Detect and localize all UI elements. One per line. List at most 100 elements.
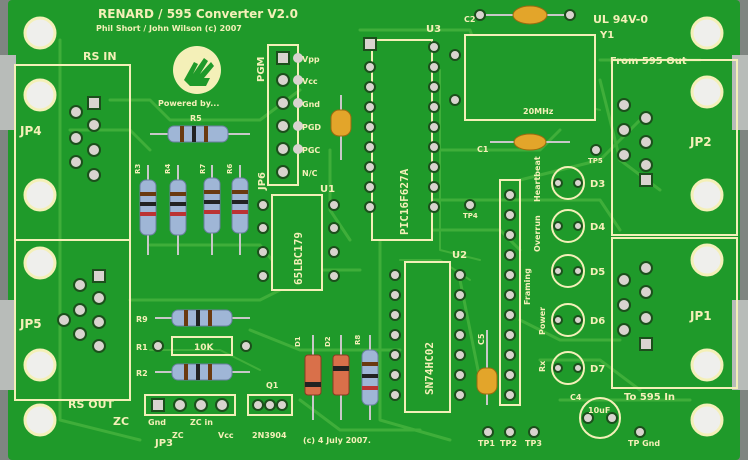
jp6-indicator bbox=[293, 98, 303, 108]
led-heartbeat-label: Heartbeat bbox=[533, 156, 542, 202]
zc-vcc-label: Vcc bbox=[218, 431, 234, 440]
pgm-pin-vpp: Vpp bbox=[302, 55, 320, 64]
q1-label: Q1 bbox=[266, 381, 279, 390]
d1-label: D1 bbox=[294, 336, 302, 347]
c4-pad bbox=[582, 412, 594, 424]
jp6-pins bbox=[276, 51, 290, 179]
r1-value-label: 10K bbox=[194, 343, 215, 353]
capacitor-c5 bbox=[476, 367, 498, 395]
crystal-pad bbox=[449, 94, 461, 106]
crystal-freq-label: 20MHz bbox=[523, 107, 554, 116]
jp6-indicator bbox=[293, 144, 303, 154]
right-clip-bottom bbox=[732, 300, 748, 390]
jp5-outline bbox=[14, 239, 131, 401]
zc-zc-label: ZC bbox=[172, 431, 184, 440]
to-595-in-label: To 595 In bbox=[624, 392, 675, 403]
led-framing-label: Framing bbox=[523, 268, 532, 305]
r9-label: R9 bbox=[136, 315, 148, 324]
u3-pins bbox=[363, 37, 440, 213]
jp1-pads bbox=[617, 261, 653, 351]
powered-by-label: Powered by... bbox=[158, 99, 219, 108]
r3-label: R3 bbox=[134, 164, 142, 174]
u1-outline bbox=[271, 194, 323, 291]
horizontal-resistors bbox=[150, 125, 252, 381]
pgm-pin-gnd: Gnd bbox=[302, 100, 320, 109]
test-point-pads bbox=[464, 144, 646, 438]
ul-mark: UL 94V-0 bbox=[593, 13, 648, 26]
zc-gnd-label: Gnd bbox=[148, 418, 166, 427]
c4-label: C4 bbox=[570, 393, 582, 402]
jp6-indicator bbox=[293, 75, 303, 85]
jp3-pins bbox=[151, 398, 229, 412]
led-header-pins bbox=[504, 189, 516, 401]
q1-pad bbox=[276, 399, 288, 411]
c1-label: C1 bbox=[477, 145, 489, 154]
led-rx-label: Rx bbox=[538, 360, 547, 372]
date-mark: (c) 4 July 2007. bbox=[303, 436, 371, 445]
jp4-pads bbox=[69, 96, 101, 182]
jp6-outline bbox=[267, 44, 299, 186]
capacitor-c2 bbox=[512, 5, 548, 25]
tp2-label: TP2 bbox=[500, 439, 517, 448]
c5-label: C5 bbox=[477, 333, 486, 345]
crystal-ref-label: Y1 bbox=[599, 30, 614, 41]
c4-value-label: 10uF bbox=[588, 406, 610, 415]
capacitor-c1 bbox=[513, 133, 547, 151]
q1-pad bbox=[264, 399, 276, 411]
zc-label: ZC bbox=[113, 415, 129, 428]
jp5-pads bbox=[57, 269, 106, 353]
tp-gnd-label: TP Gnd bbox=[628, 439, 660, 448]
led-header-outline bbox=[499, 179, 521, 406]
pgm-pin-vcc: Vcc bbox=[302, 77, 318, 86]
u3-ref-label: U3 bbox=[426, 24, 441, 35]
u1-ref-label: U1 bbox=[320, 184, 335, 195]
u1-part-label: 65LBC179 bbox=[292, 232, 305, 285]
u2-outline bbox=[404, 261, 451, 413]
q1-pad bbox=[252, 399, 264, 411]
r1-label: R1 bbox=[136, 343, 148, 352]
hand-logo-icon bbox=[173, 46, 221, 94]
rs-in-label: RS IN bbox=[83, 50, 117, 63]
r4-label: R4 bbox=[164, 164, 172, 174]
jp6-label: JP6 bbox=[257, 172, 268, 191]
c4-outline bbox=[579, 397, 621, 439]
crystal-y1-outline bbox=[464, 34, 596, 121]
vertical-resistors bbox=[139, 165, 249, 255]
jp1-outline bbox=[611, 237, 738, 389]
from-595-out-label: From 595 Out bbox=[610, 56, 687, 67]
r7-label: R7 bbox=[199, 164, 207, 174]
crystal-pad bbox=[449, 49, 461, 61]
jp3-label: JP3 bbox=[154, 438, 173, 449]
led-d3-label: D3 bbox=[590, 179, 605, 190]
led-d4-label: D4 bbox=[590, 222, 605, 233]
pgm-pin-pgc: PGC bbox=[302, 146, 320, 155]
led-outlines bbox=[551, 166, 585, 385]
board-title: RENARD / 595 Converter V2.0 bbox=[98, 7, 298, 21]
jp4-label: JP4 bbox=[19, 124, 42, 138]
jp2-pads bbox=[617, 98, 653, 187]
tp4-label: TP4 bbox=[463, 212, 478, 220]
c4-pad bbox=[606, 412, 618, 424]
r5-label: R5 bbox=[190, 114, 202, 123]
board-authors: Phil Short / John Wilson (c) 2007 bbox=[96, 24, 242, 33]
q1-part-label: 2N3904 bbox=[252, 431, 287, 440]
left-clip-bottom bbox=[0, 300, 16, 390]
jp5-label: JP5 bbox=[19, 317, 42, 331]
r2-label: R2 bbox=[136, 369, 148, 378]
diodes bbox=[304, 335, 379, 420]
zc-in-label: ZC in bbox=[190, 418, 213, 427]
d2-label: D2 bbox=[324, 336, 332, 347]
jp2-outline bbox=[611, 59, 738, 236]
tp1-label: TP1 bbox=[478, 439, 495, 448]
c2-pad bbox=[474, 9, 486, 21]
led-d7-label: D7 bbox=[590, 364, 605, 375]
q1-outline bbox=[247, 394, 293, 416]
u3-outline bbox=[371, 39, 433, 241]
jp6-indicator bbox=[293, 121, 303, 131]
jp3-outline bbox=[144, 394, 236, 416]
jp2-label: JP2 bbox=[689, 135, 712, 149]
pgm-label: PGM bbox=[256, 56, 267, 82]
tp5-label: TP5 bbox=[588, 157, 603, 165]
u3-part-label: PIC16F627A bbox=[398, 168, 411, 235]
